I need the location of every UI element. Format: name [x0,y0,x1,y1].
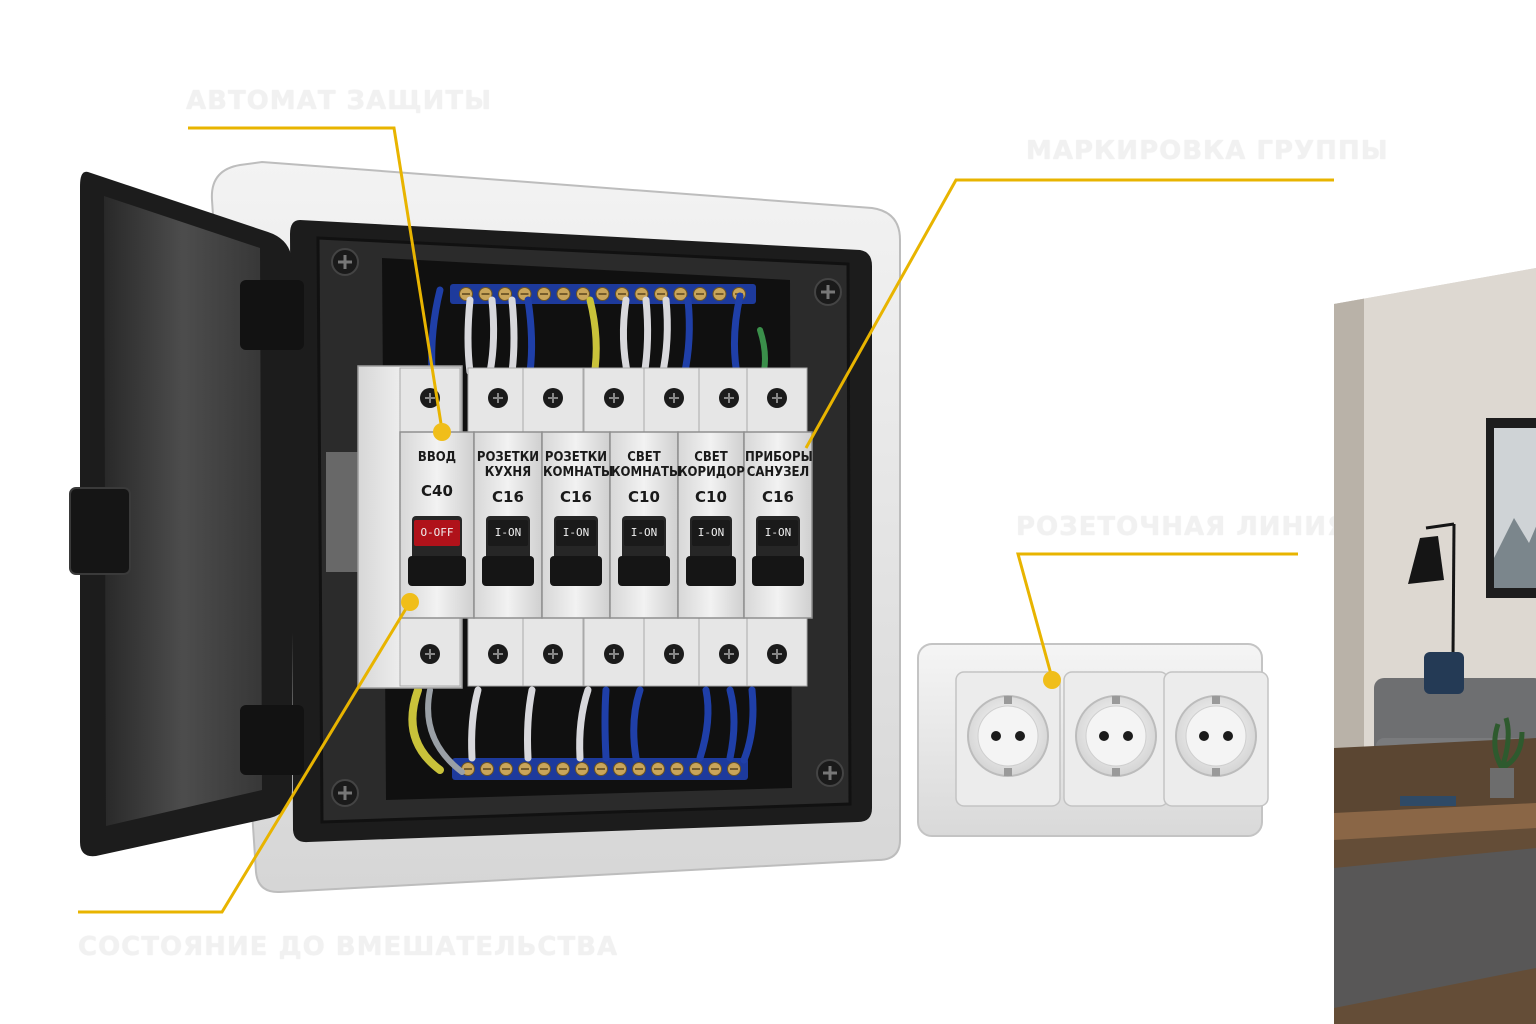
breaker-toggle-handle[interactable] [686,556,736,586]
terminal-bottom [522,617,584,687]
terminal-bottom [399,617,461,687]
bus-screw-icon [693,287,707,301]
breaker-state-text: O-OFF [420,526,454,539]
room-photo [1334,268,1536,1024]
bus-screw-icon [480,762,494,776]
bus-screw-icon [673,287,688,301]
terminal-top [643,367,705,433]
leader-dot-state [401,593,419,611]
leader-dot-socket [1043,671,1061,689]
power-socket-icon[interactable] [1163,671,1269,807]
circuit-breaker [399,431,475,619]
bus-screw-icon [727,762,741,776]
breaker-label: ВВОД [417,450,457,465]
terminal-bottom [643,617,705,687]
room-scene [1334,268,1536,1024]
bus-screw-icon [499,762,513,776]
bus-screw-icon [478,287,493,301]
socket-outlet-block [917,643,1269,837]
breaker-rating: C10 [695,488,727,506]
breaker-state-text: I-ON [697,526,725,539]
circuit-breaker [743,431,813,619]
breaker-rating: C16 [762,488,794,506]
callout-group-label: МАРКИРОВКА ГРУППЫ [1026,136,1389,166]
bus-bar-top [450,284,756,304]
breaker-state-text: I-ON [630,526,658,539]
bus-screw-icon [712,287,727,301]
circuit-breaker [677,431,745,619]
power-socket-icon[interactable] [1063,671,1169,807]
breaker-label: СВЕТ КОРИДОР [678,450,745,480]
breaker-label: СВЕТ КОМНАТЫ [611,450,682,480]
breaker-state-window [414,520,460,546]
terminal-top [467,367,529,433]
leader-group-label [804,178,1334,449]
breaker-state-window [758,520,798,546]
breaker-toggle-handle[interactable] [482,556,534,586]
breaker-label: ПРИБОРЫ САНУЗЕЛ [745,450,813,480]
breaker-state-text: I-ON [494,526,522,539]
leader-breaker [188,126,444,431]
bus-screw-icon [498,287,512,301]
breaker-state-text: I-ON [764,526,792,539]
breaker-state-window [488,520,528,546]
callout-state: СОСТОЯНИЕ ДО ВМЕШАТЕЛЬСТВА [78,932,619,962]
corner-screw-icon [331,248,844,807]
callout-socket-line: РОЗЕТОЧНАЯ ЛИНИЯ [1016,512,1349,542]
bus-screw-icon [518,762,532,776]
leader-state [78,601,412,914]
power-socket-icon[interactable] [955,671,1061,807]
bus-bar-bottom [452,758,748,780]
breaker-toggle-handle[interactable] [550,556,602,586]
breaker-toggle-handle[interactable] [618,556,670,586]
circuit-breaker [541,431,611,619]
breaker-toggle-handle[interactable] [752,556,804,586]
terminal-top [399,367,461,433]
bus-screw-icon [537,287,551,301]
callout-breaker: АВТОМАТ ЗАЩИТЫ [186,86,493,116]
bus-screw-icon [651,762,665,776]
bus-screw-icon [556,762,570,776]
bus-screw-icon [576,287,590,301]
bus-screw-icon [575,762,589,776]
breaker-state-window [624,520,664,546]
terminal-bottom [583,617,645,687]
bus-screw-icon [613,762,627,776]
breaker-toggle-handle[interactable] [408,556,466,586]
panel-door [69,171,304,857]
leader-socket-line [1016,552,1298,679]
breaker-state-text: I-ON [562,526,590,539]
breaker-rating: C10 [628,488,660,506]
leader-lines [78,126,1334,914]
breaker-label: РОЗЕТКИ КОМНАТЫ [543,450,614,480]
terminal-bottom [467,617,529,687]
breaker-row [357,365,813,689]
wiring [408,286,768,775]
terminal-top [583,367,645,433]
terminal-top [746,367,808,433]
breaker-rating: C16 [560,488,592,506]
bus-screw-icon [689,762,703,776]
terminal-bottom [746,617,808,687]
terminal-top [522,367,584,433]
leader-dot-breaker [433,423,451,441]
breaker-state-window [692,520,730,546]
bus-screw-icon [708,762,722,776]
bus-screw-icon [670,762,684,776]
breaker-rating: C40 [421,482,453,500]
bus-screw-icon [556,287,571,301]
breaker-label: РОЗЕТКИ КУХНЯ [476,450,540,480]
breaker-state-window [556,520,596,546]
bus-screw-icon [632,762,646,776]
circuit-breaker [473,431,543,619]
bus-screw-icon [537,762,551,776]
breaker-rating: C16 [492,488,524,506]
circuit-breaker [609,431,679,619]
bus-screw-icon [594,762,608,776]
bus-screw-icon [595,287,610,301]
